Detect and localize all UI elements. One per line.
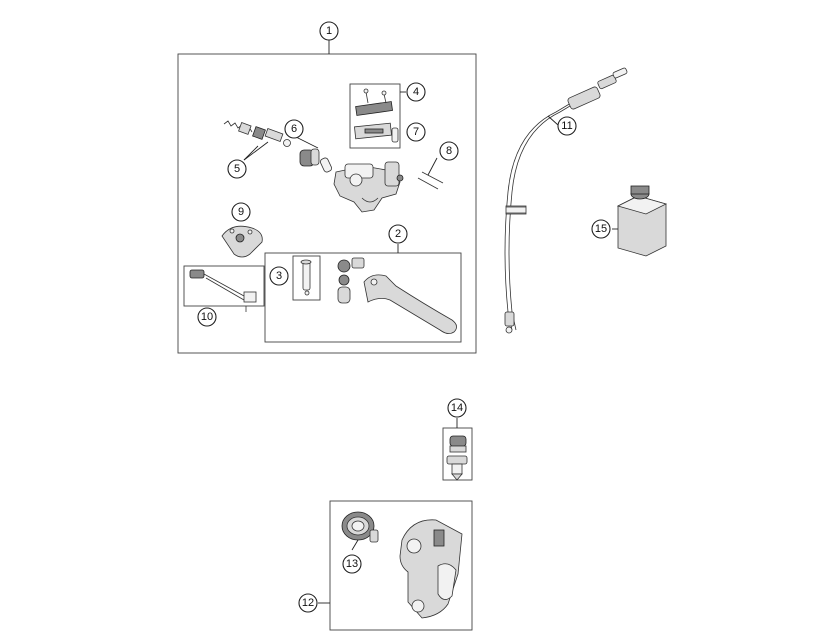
callout-10: 10 xyxy=(197,307,217,327)
svg-text:3: 3 xyxy=(276,270,282,282)
reservoir-cover-part xyxy=(354,88,393,140)
svg-text:5: 5 xyxy=(234,163,240,175)
svg-text:13: 13 xyxy=(346,558,358,570)
master-cylinder-body xyxy=(333,161,404,213)
svg-text:9: 9 xyxy=(238,206,244,218)
callout-7: 7 xyxy=(406,122,426,142)
svg-text:14: 14 xyxy=(451,402,463,414)
brake-lever-part xyxy=(337,257,457,334)
svg-text:4: 4 xyxy=(413,86,419,98)
svg-text:7: 7 xyxy=(413,126,419,138)
svg-text:11: 11 xyxy=(561,120,572,132)
svg-text:10: 10 xyxy=(201,311,213,323)
caliper-piston-part xyxy=(341,511,379,551)
callout-12: 12 xyxy=(298,593,318,613)
callout-13: 13 xyxy=(342,554,362,574)
callout-11: 11 xyxy=(557,116,577,136)
brake-fluid-bottle-part xyxy=(612,185,668,257)
pivot-bolt-part xyxy=(300,259,312,296)
group-12-frame xyxy=(329,500,473,631)
svg-text:8: 8 xyxy=(446,145,452,157)
svg-text:6: 6 xyxy=(291,123,297,135)
svg-text:2: 2 xyxy=(395,228,401,240)
callout-4: 4 xyxy=(406,82,426,102)
svg-text:1: 1 xyxy=(326,25,332,37)
callout-6: 6 xyxy=(284,119,304,139)
callout-5: 5 xyxy=(227,159,247,179)
svg-text:15: 15 xyxy=(595,223,607,235)
callout-1: 1 xyxy=(319,21,339,41)
piston-spring-part xyxy=(223,120,291,161)
group-4-frame xyxy=(349,83,401,149)
group-2-frame xyxy=(264,244,462,343)
group-3-frame xyxy=(292,255,321,301)
svg-text:12: 12 xyxy=(302,597,314,609)
brake-switch-part xyxy=(189,269,257,312)
bleeder-part xyxy=(446,435,468,481)
callout-3: 3 xyxy=(269,266,289,286)
callout-9: 9 xyxy=(231,202,251,222)
callout-15: 15 xyxy=(591,219,611,239)
piston-seal-part xyxy=(295,136,332,173)
callout-14: 14 xyxy=(447,398,467,418)
handlebar-clamp-part xyxy=(221,225,263,258)
callout-8: 8 xyxy=(439,141,459,161)
group-10-frame xyxy=(183,265,265,307)
pivot-pin-part xyxy=(417,157,444,190)
group-1-frame xyxy=(177,40,477,354)
callout-2: 2 xyxy=(388,224,408,244)
brake-hose-part xyxy=(504,67,628,334)
small-pin-part xyxy=(391,127,399,143)
brake-caliper-part xyxy=(399,519,463,619)
